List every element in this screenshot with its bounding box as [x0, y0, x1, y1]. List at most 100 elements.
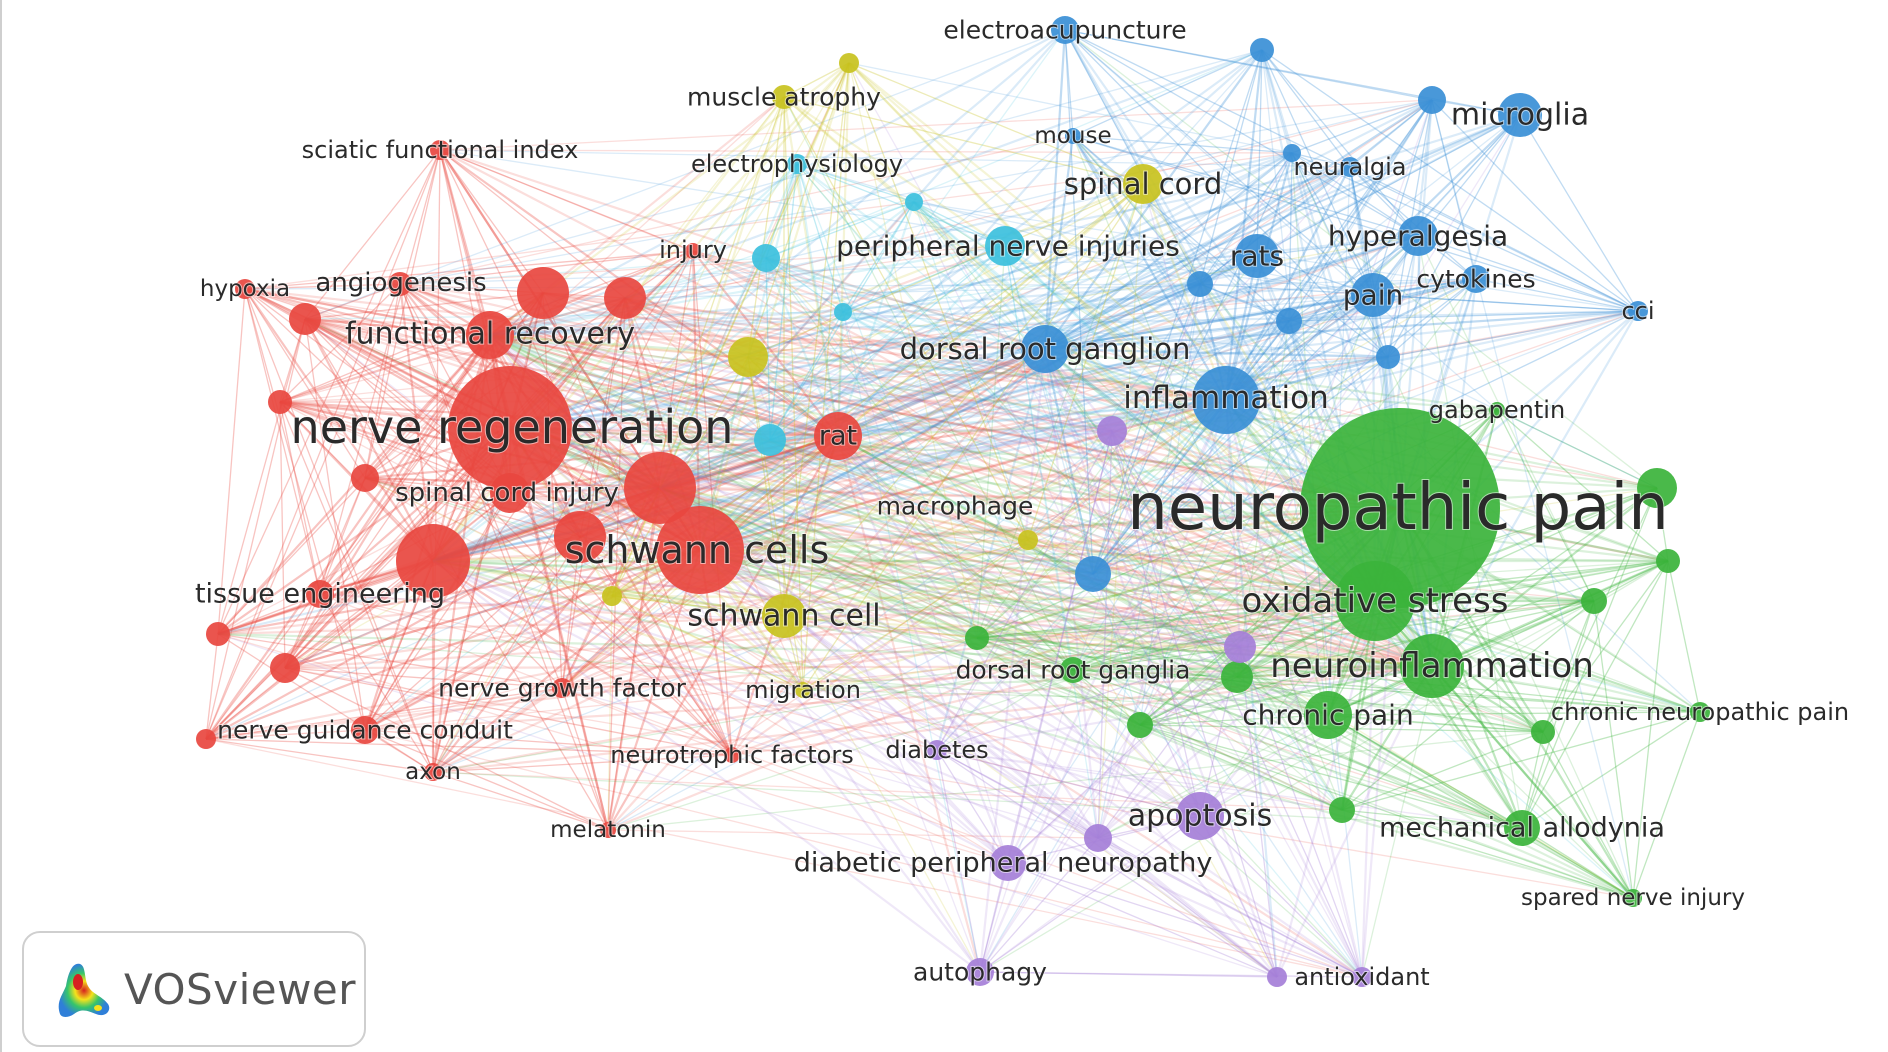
node-red-h[interactable] — [268, 390, 292, 414]
label-spinal-cord[interactable]: spinal cord — [1063, 166, 1224, 202]
label-pain[interactable]: pain — [1342, 278, 1404, 313]
label-axon[interactable]: axon — [404, 758, 462, 786]
node-blue-f[interactable] — [1376, 345, 1400, 369]
node-red-d[interactable] — [396, 524, 470, 598]
node-blue-b[interactable] — [1418, 86, 1446, 114]
node-nerve-growth-factor[interactable] — [552, 678, 572, 698]
label-dorsal-root-ganglia[interactable]: dorsal root ganglia — [955, 655, 1192, 686]
node-yellow-c[interactable] — [602, 586, 622, 606]
label-oxidative-stress[interactable]: oxidative stress — [1241, 580, 1510, 622]
node-red-g[interactable] — [289, 303, 321, 335]
node-schwann-cells[interactable] — [656, 506, 744, 594]
node-angiogenesis[interactable] — [388, 272, 412, 296]
label-diabetic-peripheral-neuropathy[interactable]: diabetic peripheral neuropathy — [793, 847, 1214, 880]
label-electrophysiology[interactable]: electrophysiology — [690, 149, 904, 179]
node-pain[interactable] — [1351, 273, 1395, 317]
label-inflammation[interactable]: inflammation — [1122, 379, 1330, 417]
node-nerve-regeneration[interactable] — [448, 366, 572, 490]
label-angiogenesis[interactable]: angiogenesis — [314, 267, 487, 299]
label-chronic-neuropathic-pain[interactable]: chronic neuropathic pain — [1550, 697, 1850, 727]
node-green-h[interactable] — [965, 626, 989, 650]
node-mouse[interactable] — [1065, 128, 1081, 144]
node-microglia[interactable] — [1498, 93, 1542, 137]
node-electroacupuncture[interactable] — [1051, 16, 1079, 44]
node-red-i[interactable] — [206, 622, 230, 646]
label-hypoxia[interactable]: hypoxia — [199, 275, 291, 303]
label-rat[interactable]: rat — [818, 420, 858, 453]
node-red-a[interactable] — [517, 267, 569, 319]
label-hyperalgesia[interactable]: hyperalgesia — [1327, 219, 1509, 254]
node-purple-a[interactable] — [1097, 416, 1127, 446]
node-cyan-b[interactable] — [754, 424, 786, 456]
node-green-e[interactable] — [1221, 661, 1253, 693]
label-melatonin[interactable]: melatonin — [549, 816, 667, 844]
node-cci[interactable] — [1628, 301, 1648, 321]
node-nerve-guidance-conduit[interactable] — [351, 716, 379, 744]
node-tissue-engineering[interactable] — [306, 580, 334, 608]
node-neuralgia[interactable] — [1340, 157, 1360, 177]
node-red-k[interactable] — [196, 729, 216, 749]
node-injury[interactable] — [685, 243, 701, 259]
node-oxidative-stress[interactable] — [1335, 561, 1415, 641]
node-neurotrophic-factors[interactable] — [724, 747, 740, 763]
node-blue-g[interactable] — [1075, 556, 1111, 592]
node-hyperalgesia[interactable] — [1398, 216, 1438, 256]
node-diabetic-peripheral-neuropathy[interactable] — [990, 845, 1026, 881]
label-migration[interactable]: migration — [744, 675, 862, 705]
label-diabetes[interactable]: diabetes — [884, 735, 989, 765]
node-green-b[interactable] — [1656, 549, 1680, 573]
node-macrophage[interactable] — [1018, 530, 1038, 550]
label-schwann-cell[interactable]: schwann cell — [686, 598, 881, 635]
node-muscle-atrophy[interactable] — [772, 85, 796, 109]
label-neuropathic-pain[interactable]: neuropathic pain — [1126, 470, 1670, 546]
node-spared-nerve-injury[interactable] — [1624, 889, 1642, 907]
node-migration[interactable] — [795, 682, 811, 698]
node-red-f[interactable] — [351, 464, 379, 492]
node-antioxidant[interactable] — [1267, 967, 1287, 987]
label-apoptosis[interactable]: apoptosis — [1127, 798, 1274, 835]
node-inflammation[interactable] — [1192, 366, 1260, 434]
label-tissue-engineering[interactable]: tissue engineering — [194, 578, 446, 611]
node-blue-c[interactable] — [1283, 144, 1301, 162]
label-peripheral-nerve-injuries[interactable]: peripheral nerve injuries — [835, 229, 1181, 264]
node-cyan-d[interactable] — [834, 303, 852, 321]
label-neuralgia[interactable]: neuralgia — [1292, 152, 1407, 182]
label-macrophage[interactable]: macrophage — [876, 491, 1035, 522]
node-cytokines[interactable] — [1462, 265, 1490, 293]
label-functional-recovery[interactable]: functional recovery — [344, 316, 636, 353]
node-yellow-a[interactable] — [839, 53, 859, 73]
node-spinal-cord-injury[interactable] — [490, 473, 530, 513]
label-cci[interactable]: cci — [1620, 296, 1655, 326]
node-purple-d[interactable] — [1352, 967, 1372, 987]
node-blue-d[interactable] — [1187, 271, 1213, 297]
node-green-d[interactable] — [1531, 720, 1555, 744]
label-microglia[interactable]: microglia — [1450, 97, 1590, 134]
label-nerve-regeneration[interactable]: nerve regeneration — [290, 399, 735, 455]
node-gabapentin[interactable] — [1489, 402, 1505, 418]
node-chronic-pain[interactable] — [1304, 691, 1352, 739]
label-nerve-guidance-conduit[interactable]: nerve guidance conduit — [216, 715, 514, 746]
node-green-f[interactable] — [1127, 712, 1153, 738]
node-green-c[interactable] — [1581, 588, 1607, 614]
label-chronic-pain[interactable]: chronic pain — [1241, 698, 1414, 733]
node-neuropathic-pain[interactable] — [1300, 408, 1500, 608]
label-mechanical-allodynia[interactable]: mechanical allodynia — [1378, 812, 1666, 845]
label-neuroinflammation[interactable]: neuroinflammation — [1269, 645, 1595, 687]
node-red-e[interactable] — [554, 511, 606, 563]
label-mouse[interactable]: mouse — [1033, 122, 1112, 150]
vosviewer-logo-box[interactable]: VOSviewer — [22, 931, 366, 1047]
label-muscle-atrophy[interactable]: muscle atrophy — [686, 82, 882, 113]
node-schwann-cell[interactable] — [762, 594, 806, 638]
node-yellow-b[interactable] — [728, 337, 768, 377]
node-spinal-cord[interactable] — [1123, 164, 1163, 204]
node-cyan-c[interactable] — [905, 193, 923, 211]
label-dorsal-root-ganglion[interactable]: dorsal root ganglion — [899, 331, 1192, 367]
label-neurotrophic-factors[interactable]: neurotrophic factors — [609, 740, 854, 770]
node-dorsal-root-ganglia[interactable] — [1060, 657, 1086, 683]
node-electrophysiology[interactable] — [787, 154, 807, 174]
node-mechanical-allodynia[interactable] — [1504, 810, 1540, 846]
label-spinal-cord-injury[interactable]: spinal cord injury — [394, 477, 620, 509]
label-antioxidant[interactable]: antioxidant — [1293, 962, 1430, 992]
node-neuroinflammation[interactable] — [1400, 634, 1464, 698]
label-schwann-cells[interactable]: schwann cells — [564, 527, 831, 573]
